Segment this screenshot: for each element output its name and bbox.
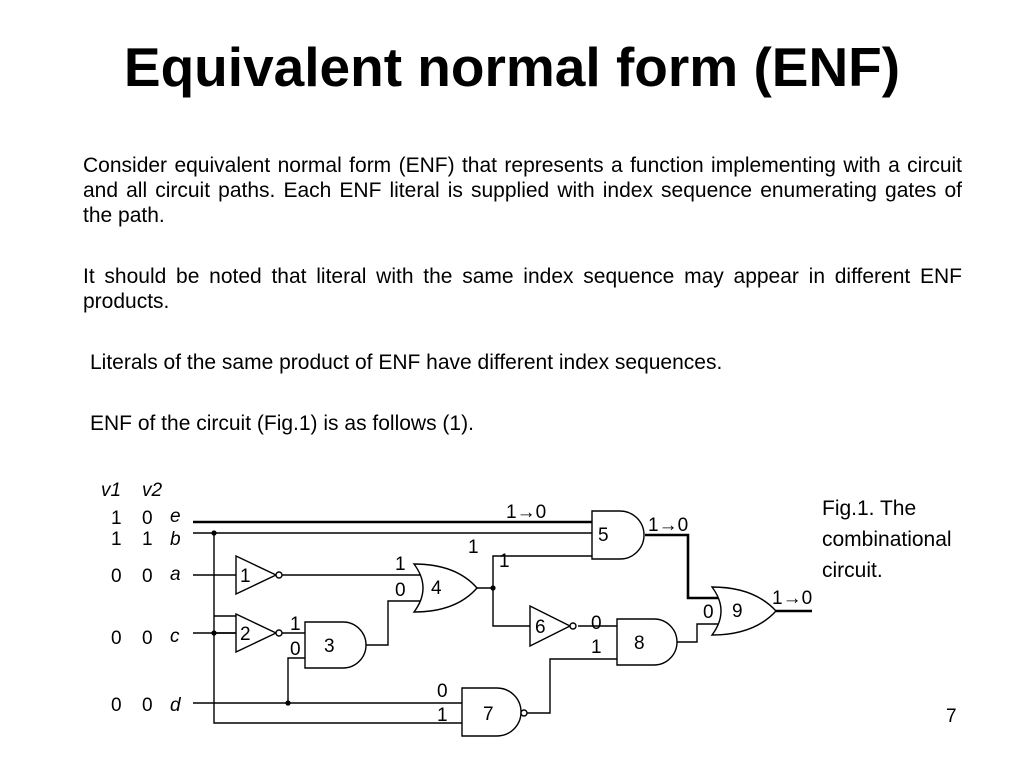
gate-9-or: 9 bbox=[710, 586, 777, 636]
gate-1-not: 1 bbox=[235, 554, 283, 596]
input-e-v1: 1 bbox=[111, 508, 122, 529]
paragraph-enf-definition: Consider equivalent normal form (ENF) th… bbox=[83, 154, 962, 227]
input-a-v2: 0 bbox=[142, 566, 153, 587]
input-c-v2: 0 bbox=[142, 628, 153, 649]
label-e-wire: 1→0 bbox=[506, 502, 546, 523]
svg-text:1: 1 bbox=[240, 566, 251, 587]
label-g5-out: 1→0 bbox=[648, 515, 688, 536]
gate-5-and: 5 bbox=[591, 510, 645, 560]
label-g4-in-top: 1 bbox=[395, 554, 406, 575]
input-label-e: e bbox=[170, 506, 181, 527]
input-d-v1: 0 bbox=[111, 695, 122, 716]
label-g8-in-bot: 1 bbox=[591, 637, 602, 658]
label-g4-in-bot: 0 bbox=[395, 580, 406, 601]
label-g6-out: 0 bbox=[591, 613, 602, 634]
wire-g5-g9 bbox=[645, 533, 718, 600]
vector-header-v1: v1 bbox=[101, 480, 121, 501]
input-b-v2: 1 bbox=[142, 529, 153, 550]
gate-2-not: 2 bbox=[235, 612, 283, 654]
label-g7-in-bot: 1 bbox=[437, 705, 448, 726]
input-b-v1: 1 bbox=[111, 529, 122, 550]
gate-7-nand: 7 bbox=[461, 687, 528, 737]
paragraph-literals-note: Literals of the same product of ENF have… bbox=[90, 351, 723, 374]
paragraph-same-index-note: It should be noted that literal with the… bbox=[83, 265, 962, 313]
svg-text:5: 5 bbox=[598, 525, 609, 546]
input-e-v2: 0 bbox=[142, 508, 153, 529]
label-g3-in-bot: 0 bbox=[290, 639, 301, 660]
svg-text:4: 4 bbox=[431, 578, 442, 599]
label-g3-in-top: 1 bbox=[290, 614, 301, 635]
wire-g4-g6 bbox=[492, 588, 530, 627]
svg-text:9: 9 bbox=[732, 601, 743, 622]
junction-dot bbox=[285, 700, 291, 706]
input-c-v1: 0 bbox=[111, 628, 122, 649]
junction-dot bbox=[211, 630, 217, 636]
label-b-g5: 1 bbox=[468, 537, 479, 558]
input-label-d: d bbox=[170, 695, 182, 716]
input-a-v1: 0 bbox=[111, 566, 122, 587]
wire-d-g3 bbox=[287, 657, 305, 703]
wire-b-branch bbox=[213, 533, 468, 724]
svg-text:6: 6 bbox=[535, 617, 546, 638]
wire-g8-g9 bbox=[677, 623, 718, 643]
svg-text:7: 7 bbox=[483, 704, 494, 725]
label-g4-out: 1 bbox=[499, 551, 510, 572]
label-g9-in-bot: 0 bbox=[703, 602, 714, 623]
input-label-c: c bbox=[170, 626, 180, 647]
label-g9-out: 1→0 bbox=[772, 588, 812, 609]
svg-text:3: 3 bbox=[324, 636, 335, 657]
gate-8-and: 8 bbox=[616, 618, 678, 666]
slide-title: Equivalent normal form (ENF) bbox=[123, 36, 901, 98]
paragraph-enf-of-circuit: ENF of the circuit (Fig.1) is as follows… bbox=[90, 412, 474, 435]
label-g7-in-top: 0 bbox=[437, 681, 448, 702]
wire-g4-g5 bbox=[477, 555, 592, 589]
input-label-a: a bbox=[170, 564, 181, 585]
input-d-v2: 0 bbox=[142, 695, 153, 716]
figure-caption: Fig.1. The combinational circuit. bbox=[822, 497, 952, 582]
input-label-b: b bbox=[170, 529, 181, 550]
wire-g7-g8 bbox=[526, 658, 617, 714]
wire-g3-g4 bbox=[366, 600, 420, 646]
vector-header-v2: v2 bbox=[142, 480, 163, 501]
junction-dot bbox=[211, 530, 217, 536]
circuit-wires bbox=[193, 520, 812, 724]
gate-6-not: 6 bbox=[529, 604, 577, 648]
svg-text:2: 2 bbox=[240, 624, 251, 645]
gate-3-and: 3 bbox=[304, 621, 367, 669]
junction-dot bbox=[490, 585, 496, 591]
gate-4-or: 4 bbox=[412, 563, 478, 613]
svg-text:8: 8 bbox=[634, 633, 645, 654]
page-number: 7 bbox=[946, 706, 957, 727]
